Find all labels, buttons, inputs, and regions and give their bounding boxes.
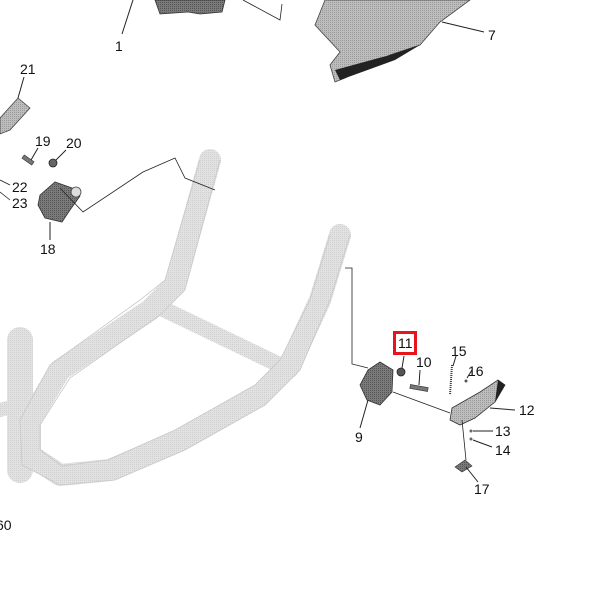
callout-21[interactable]: 21 [20, 61, 36, 77]
callout-18[interactable]: 18 [40, 241, 56, 257]
callout-60[interactable]: 60 [0, 517, 12, 533]
callout-23[interactable]: 23 [12, 195, 28, 211]
part-12-lever [449, 355, 516, 483]
callout-20[interactable]: 20 [66, 135, 82, 151]
callout-19[interactable]: 19 [35, 133, 51, 149]
callout-22[interactable]: 22 [12, 179, 28, 195]
callout-15[interactable]: 15 [451, 343, 467, 359]
frame-assembly [0, 149, 351, 486]
part-1-bracket [121, 0, 283, 35]
part-9-mount [345, 267, 451, 429]
callout-11[interactable]: 11 [398, 335, 413, 351]
callout-10[interactable]: 10 [416, 354, 432, 370]
highlight-box-part-11 [393, 331, 417, 355]
callout-14[interactable]: 14 [495, 442, 511, 458]
callout-1[interactable]: 1 [115, 38, 123, 54]
callout-12[interactable]: 12 [519, 402, 535, 418]
callout-9[interactable]: 9 [355, 429, 363, 445]
callout-16[interactable]: 16 [468, 363, 484, 379]
part-18-bracket [0, 147, 216, 240]
part-7-cover [314, 0, 485, 83]
callout-7[interactable]: 7 [488, 27, 496, 43]
callout-17[interactable]: 17 [474, 481, 490, 497]
frame-outline [19, 159, 351, 486]
part-21-trim [0, 76, 31, 135]
callout-13[interactable]: 13 [495, 423, 511, 439]
